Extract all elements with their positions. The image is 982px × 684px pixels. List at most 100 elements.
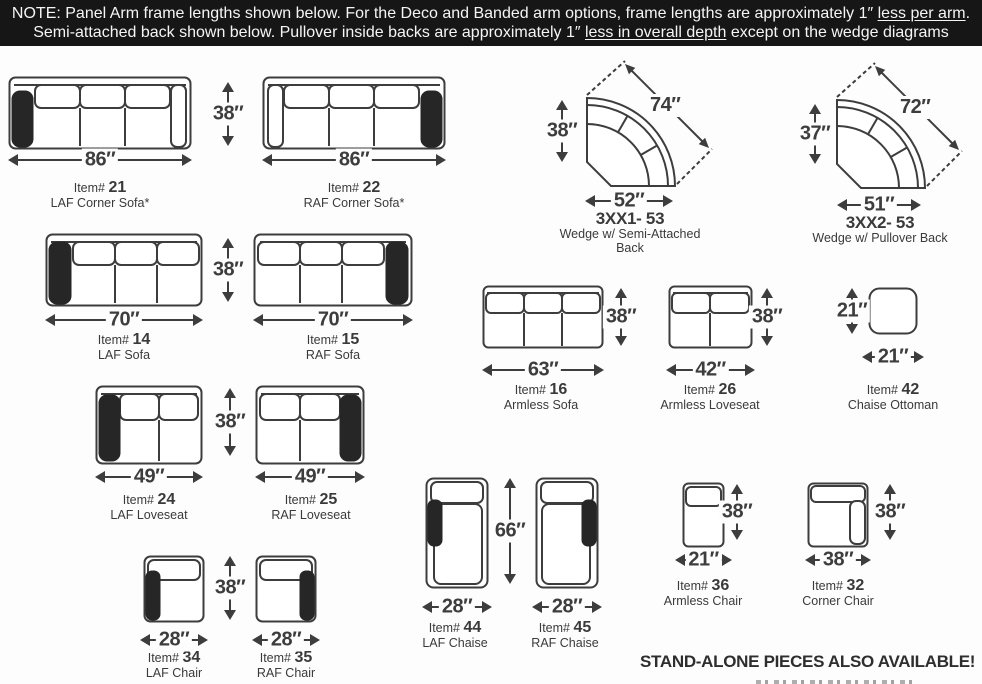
width-arrow-45: 28″ [532,595,602,619]
width-dim-24: 49″ [130,465,168,489]
laf-loveseat-diagram [95,385,203,465]
width-dim-14: 70″ [105,308,143,332]
laf-chair-diagram [143,555,205,623]
cutoff-text-fragment [756,680,918,684]
height-arrow-42: 21″ [833,288,871,334]
caption-26: Item# 26 Armless Loveseat [650,381,770,413]
raf-sofa-diagram [253,233,413,307]
item-name-14: LAF Sofa [97,348,151,362]
item-number-35: Item# 35 [259,649,313,666]
height-arrow-wedge2: 37″ [796,104,834,164]
width-dim-wedge2: 51″ [860,193,898,217]
item-number-26: Item# 26 [683,381,737,398]
item-number-42: Item# 42 [866,381,920,398]
height-dim-44-45: 66″ [491,519,529,543]
caption-36: Item# 36 Armless Chair [633,577,773,609]
item-name-21: LAF Corner Sofa* [50,196,150,210]
caption-25: Item# 25 RAF Loveseat [241,492,381,523]
width-arrow-42: 21″ [862,345,924,369]
height-arrow-44-45: 66″ [491,478,529,584]
item-name-15: RAF Sofa [305,348,361,362]
width-arrow-24: 49″ [95,465,203,489]
item-number-34: Item# 34 [147,649,201,666]
item-name-32: Corner Chair [802,594,874,608]
item-name-16: Armless Sofa [503,398,579,412]
width-arrow-35: 28″ [252,628,320,652]
diagonal-dim-wedge2: 72″ [898,96,933,119]
raf-loveseat-diagram [255,385,365,465]
width-dim-34: 28″ [155,628,193,652]
chaise-ottoman-diagram [868,287,918,335]
width-arrow-22: 86″ [262,148,446,172]
caption-32: Item# 32 Corner Chair [768,578,908,609]
caption-45: Item# 45 RAF Chaise [495,619,635,651]
height-arrow-32: 38″ [871,484,909,540]
caption-15: Item# 15 RAF Sofa [263,331,403,363]
laf-corner-sofa-diagram [8,76,192,150]
laf-chaise-diagram [425,477,489,589]
width-dim-42: 21″ [874,345,912,369]
height-arrow-24-25: 38″ [211,388,249,456]
width-arrow-16: 63″ [482,358,604,382]
caption-wedge1: 3XX1- 53 Wedge w/ Semi-Attached Back [554,210,706,255]
model-name-wedge1: Wedge w/ Semi-Attached Back [559,227,701,255]
item-number-15: Item# 15 [306,331,360,348]
height-dim-34-35: 38″ [211,576,249,600]
height-dim-wedge2: 37″ [796,122,834,146]
height-dim-wedge1: 38″ [543,119,581,143]
width-dim-16: 63″ [524,358,562,382]
height-dim-42: 21″ [833,299,871,323]
laf-sofa-diagram [45,233,203,307]
armless-sofa-diagram [482,285,604,349]
height-dim-14-15: 38″ [209,258,247,282]
item-number-36: Item# 36 [676,577,730,594]
item-name-25: RAF Loveseat [271,508,351,522]
width-dim-32: 38″ [819,548,857,572]
width-dim-45: 28″ [548,595,586,619]
width-dim-21: 86″ [81,148,119,172]
caption-21: Item# 21 LAF Corner Sofa* [30,180,170,211]
width-arrow-44: 28″ [422,595,492,619]
caption-34: Item# 34 LAF Chair [104,649,244,681]
width-arrow-34: 28″ [140,628,208,652]
width-dim-44: 28″ [438,595,476,619]
height-dim-16: 38″ [602,305,640,329]
armless-chair-diagram [682,482,725,548]
width-arrow-15: 70″ [253,308,413,332]
height-dim-36: 38″ [718,500,756,524]
item-name-26: Armless Loveseat [660,398,760,412]
height-dim-24-25: 38″ [211,410,249,434]
item-number-16: Item# 16 [514,381,568,398]
item-name-45: RAF Chaise [531,636,599,650]
width-dim-26: 42″ [692,358,729,382]
height-arrow-34-35: 38″ [211,556,249,620]
height-arrow-14-15: 38″ [209,238,247,302]
width-dim-15: 70″ [314,308,352,332]
note-line-1: NOTE: Panel Arm frame lengths shown belo… [11,5,971,22]
item-name-34: LAF Chair [145,666,203,680]
caption-wedge2: 3XX2- 53 Wedge w/ Pullover Back [804,214,956,246]
wedge-semi-attached-diagram [586,60,713,187]
raf-chaise-diagram [535,477,599,589]
item-name-36: Armless Chair [663,594,743,608]
item-name-44: LAF Chaise [422,636,488,650]
model-code-wedge2: 3XX2- 53 [845,213,915,232]
standalone-pieces-note: STAND-ALONE PIECES ALSO AVAILABLE! [640,652,976,671]
wedge-pullover-diagram [836,62,963,189]
height-arrow-21-22: 38″ [209,82,247,146]
height-arrow-26: 38″ [748,288,786,346]
height-dim-32: 38″ [871,500,909,524]
model-code-wedge1: 3XX1- 53 [595,209,665,228]
width-dim-wedge1: 52″ [610,189,648,213]
raf-corner-sofa-diagram [262,76,446,150]
corner-chair-diagram [807,482,869,548]
width-arrow-32: 38″ [805,548,871,572]
item-number-24: Item# 24 [122,491,176,508]
item-number-45: Item# 45 [538,619,592,636]
item-name-22: RAF Corner Sofa* [303,196,405,210]
width-dim-35: 28″ [267,628,305,652]
height-arrow-wedge1: 38″ [543,100,581,162]
height-arrow-16: 38″ [602,288,640,346]
model-name-wedge2: Wedge w/ Pullover Back [812,231,948,245]
